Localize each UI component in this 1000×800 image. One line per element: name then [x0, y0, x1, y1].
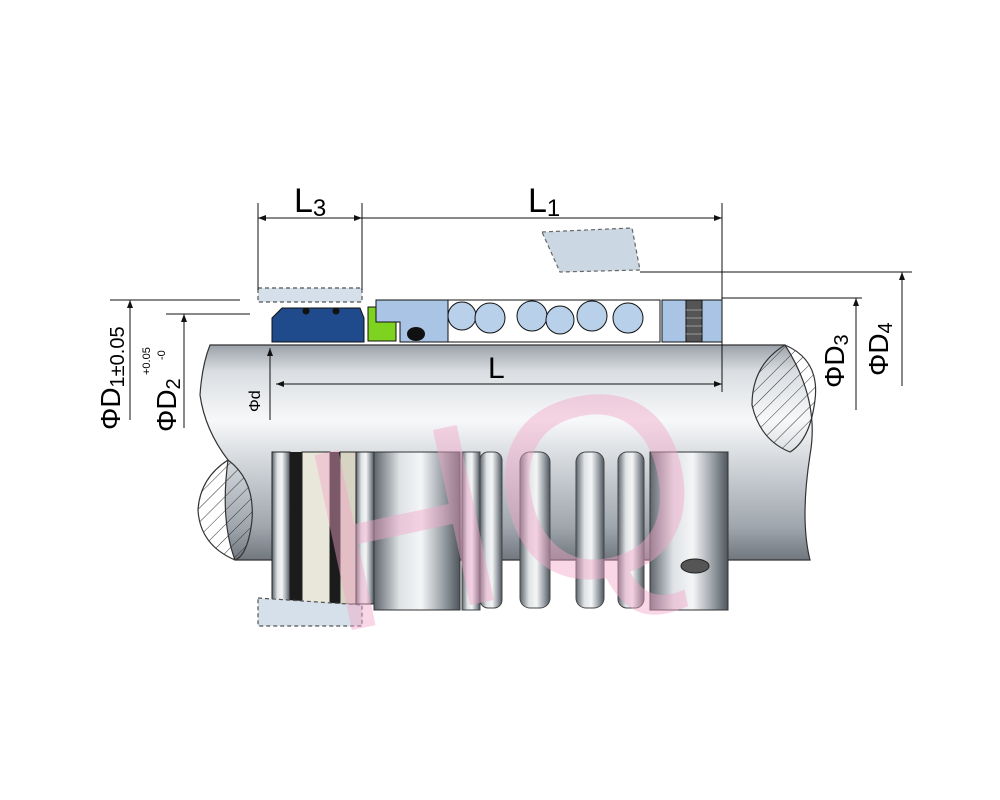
- seal-assembly-render: [271, 451, 729, 611]
- label-D2-tol-plus: +0.05: [141, 347, 153, 375]
- dimension-labels: L3 L1 L ΦD1±0.05 ΦD2 +0.05 -0 ΦD3 ΦD4 Φd: [95, 182, 897, 432]
- label-D3: ΦD3: [819, 334, 853, 388]
- label-D4: ΦD4: [863, 322, 897, 376]
- bellow-5: [617, 451, 645, 609]
- rotary-body: [373, 451, 461, 611]
- label-D2-tol-minus: -0: [156, 350, 168, 360]
- seat-ring-dark: [290, 452, 302, 604]
- label-D2: ΦD2: [151, 378, 185, 432]
- bellow-4: [575, 451, 605, 609]
- label-d: Φd: [247, 390, 264, 412]
- label-L3: L3: [294, 182, 326, 222]
- seat-ring-2: [301, 451, 331, 605]
- bellow-3: [519, 451, 551, 609]
- o-ring-3: [407, 327, 425, 341]
- gland-lower: [257, 597, 363, 627]
- seat-ring-1: [271, 451, 291, 605]
- equipment-outline-dashed: [541, 227, 641, 273]
- dimension-lines: [110, 203, 912, 428]
- set-screw: [680, 558, 710, 574]
- spring-coil-5: [576, 300, 608, 332]
- set-screw-section: [685, 299, 703, 343]
- spring-coil-4: [545, 305, 575, 335]
- label-L1: L1: [528, 182, 560, 222]
- spring-coil-3: [516, 300, 548, 332]
- seat-ring-dark-2: [330, 452, 340, 604]
- seal-cross-section: [257, 287, 723, 343]
- label-D1: ΦD1±0.05: [95, 326, 129, 430]
- bellow-web: [447, 299, 661, 343]
- stationary-seat: [271, 307, 365, 343]
- gland-upper: [257, 287, 363, 303]
- spring-coil-6: [612, 302, 644, 334]
- drive-collar: [649, 451, 729, 611]
- o-ring-1: [302, 307, 310, 315]
- spring-coil-2: [474, 302, 506, 334]
- shaft-cross-section-right: [751, 344, 817, 453]
- bellow-2: [479, 451, 503, 609]
- spring-coil-1: [447, 301, 477, 331]
- o-ring-2: [332, 307, 340, 315]
- label-L: L: [488, 352, 505, 385]
- shaft-cross-section-left: [197, 459, 253, 561]
